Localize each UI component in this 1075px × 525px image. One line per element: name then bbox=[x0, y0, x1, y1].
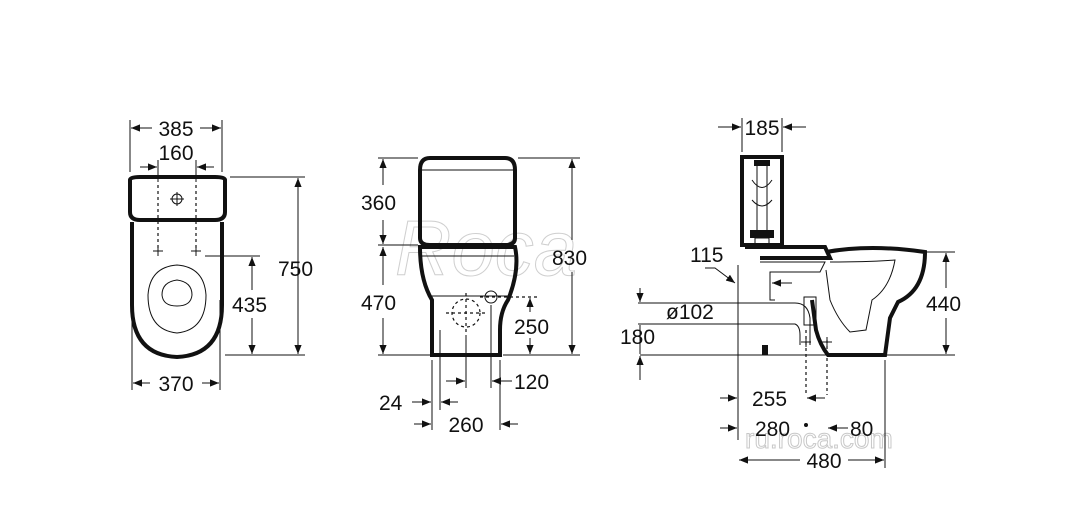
dim-offset-left: 24 bbox=[379, 392, 403, 415]
side-tank-outline bbox=[418, 156, 517, 247]
dim-front-width: 385 bbox=[158, 118, 193, 141]
section-view: 185 115 ø102 180 440 255 280 80 480 bbox=[620, 117, 961, 473]
dim-base-width: 370 bbox=[158, 373, 193, 396]
front-seat-inner bbox=[161, 279, 193, 307]
dim-tank-height: 360 bbox=[361, 192, 396, 215]
front-bowl-outline bbox=[130, 222, 224, 360]
dim-overall-depth: 480 bbox=[806, 450, 841, 473]
dim-total-height: 830 bbox=[552, 247, 587, 270]
dim-pipe-diameter: ø102 bbox=[666, 301, 714, 324]
section-bowl-outline bbox=[810, 246, 928, 357]
dim-lower-height: 470 bbox=[361, 292, 396, 315]
dim-inlet-height: 250 bbox=[514, 316, 549, 339]
dim-outlet-distance-1: 255 bbox=[752, 388, 787, 411]
section-trap bbox=[825, 259, 896, 333]
dim-tank-depth: 185 bbox=[744, 117, 779, 140]
dim-front-height: 750 bbox=[278, 258, 313, 281]
dim-outlet-distance-2: 280 bbox=[755, 418, 790, 441]
dim-flange-height: 115 bbox=[690, 244, 723, 267]
dim-offset-right: 120 bbox=[514, 371, 549, 394]
front-seat-outline bbox=[147, 264, 207, 334]
side-bowl-outline bbox=[417, 245, 519, 357]
side-view: 360 830 470 250 120 24 260 bbox=[361, 156, 587, 437]
outlet-pipe bbox=[722, 302, 811, 345]
flush-mechanism bbox=[750, 160, 774, 245]
side-inlet-circle bbox=[484, 290, 498, 304]
dim-base-depth: 260 bbox=[448, 414, 483, 437]
site-watermark: ru.roca.com bbox=[745, 423, 893, 454]
dim-mount-height: 435 bbox=[232, 294, 267, 317]
dim-outlet-offset: 80 bbox=[850, 418, 873, 441]
dim-pipe-axis-height: 180 bbox=[620, 326, 655, 349]
dim-bowl-height: 440 bbox=[926, 293, 961, 316]
dim-inlet-spacing: 160 bbox=[158, 142, 193, 165]
front-view: 385 160 750 435 370 bbox=[128, 118, 313, 396]
front-tank-outline bbox=[128, 175, 227, 222]
